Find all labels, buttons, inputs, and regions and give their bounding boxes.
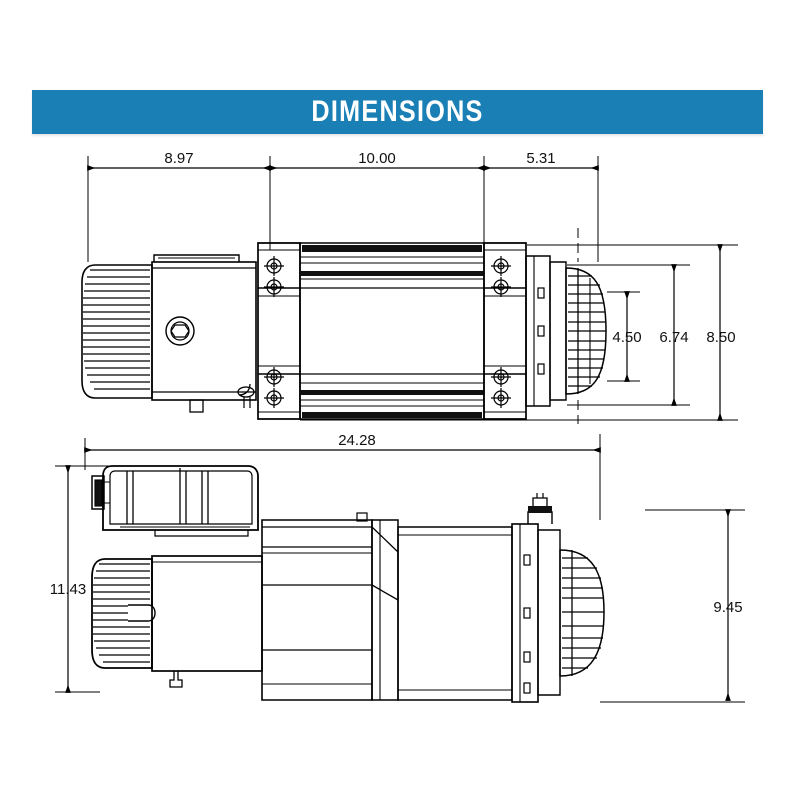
top-view-motor <box>81 254 257 413</box>
dim-value-8-50: 8.50 <box>706 329 735 346</box>
top-horizontal-dimension-chain <box>87 156 599 262</box>
page-title: DIMENSIONS <box>311 95 484 128</box>
top-vertical-dimensions <box>300 244 738 421</box>
dim-value-24-28: 24.28 <box>338 432 376 449</box>
front-view-control-box <box>91 465 259 537</box>
top-view-left-mount-plate <box>257 242 301 420</box>
top-view-gearbox <box>525 255 607 407</box>
dimensions-banner: DIMENSIONS <box>32 90 763 134</box>
dim-value-6-74: 6.74 <box>659 329 688 346</box>
front-overall-length-dimension <box>84 434 601 520</box>
front-view-drum-body <box>261 512 399 701</box>
dim-value-10-00: 10.00 <box>358 150 396 167</box>
front-view-motor <box>91 555 263 688</box>
dim-value-5-31: 5.31 <box>526 150 555 167</box>
top-view-drum <box>299 242 485 420</box>
front-view-gearbox <box>397 493 605 703</box>
top-view-right-mount-plate <box>483 242 527 420</box>
dim-value-4-50: 4.50 <box>612 329 641 346</box>
dim-value-9-45: 9.45 <box>713 599 742 616</box>
dim-value-11-43: 11.43 <box>50 581 86 598</box>
front-vertical-dimensions <box>55 465 745 703</box>
dim-value-8-97: 8.97 <box>164 150 193 167</box>
